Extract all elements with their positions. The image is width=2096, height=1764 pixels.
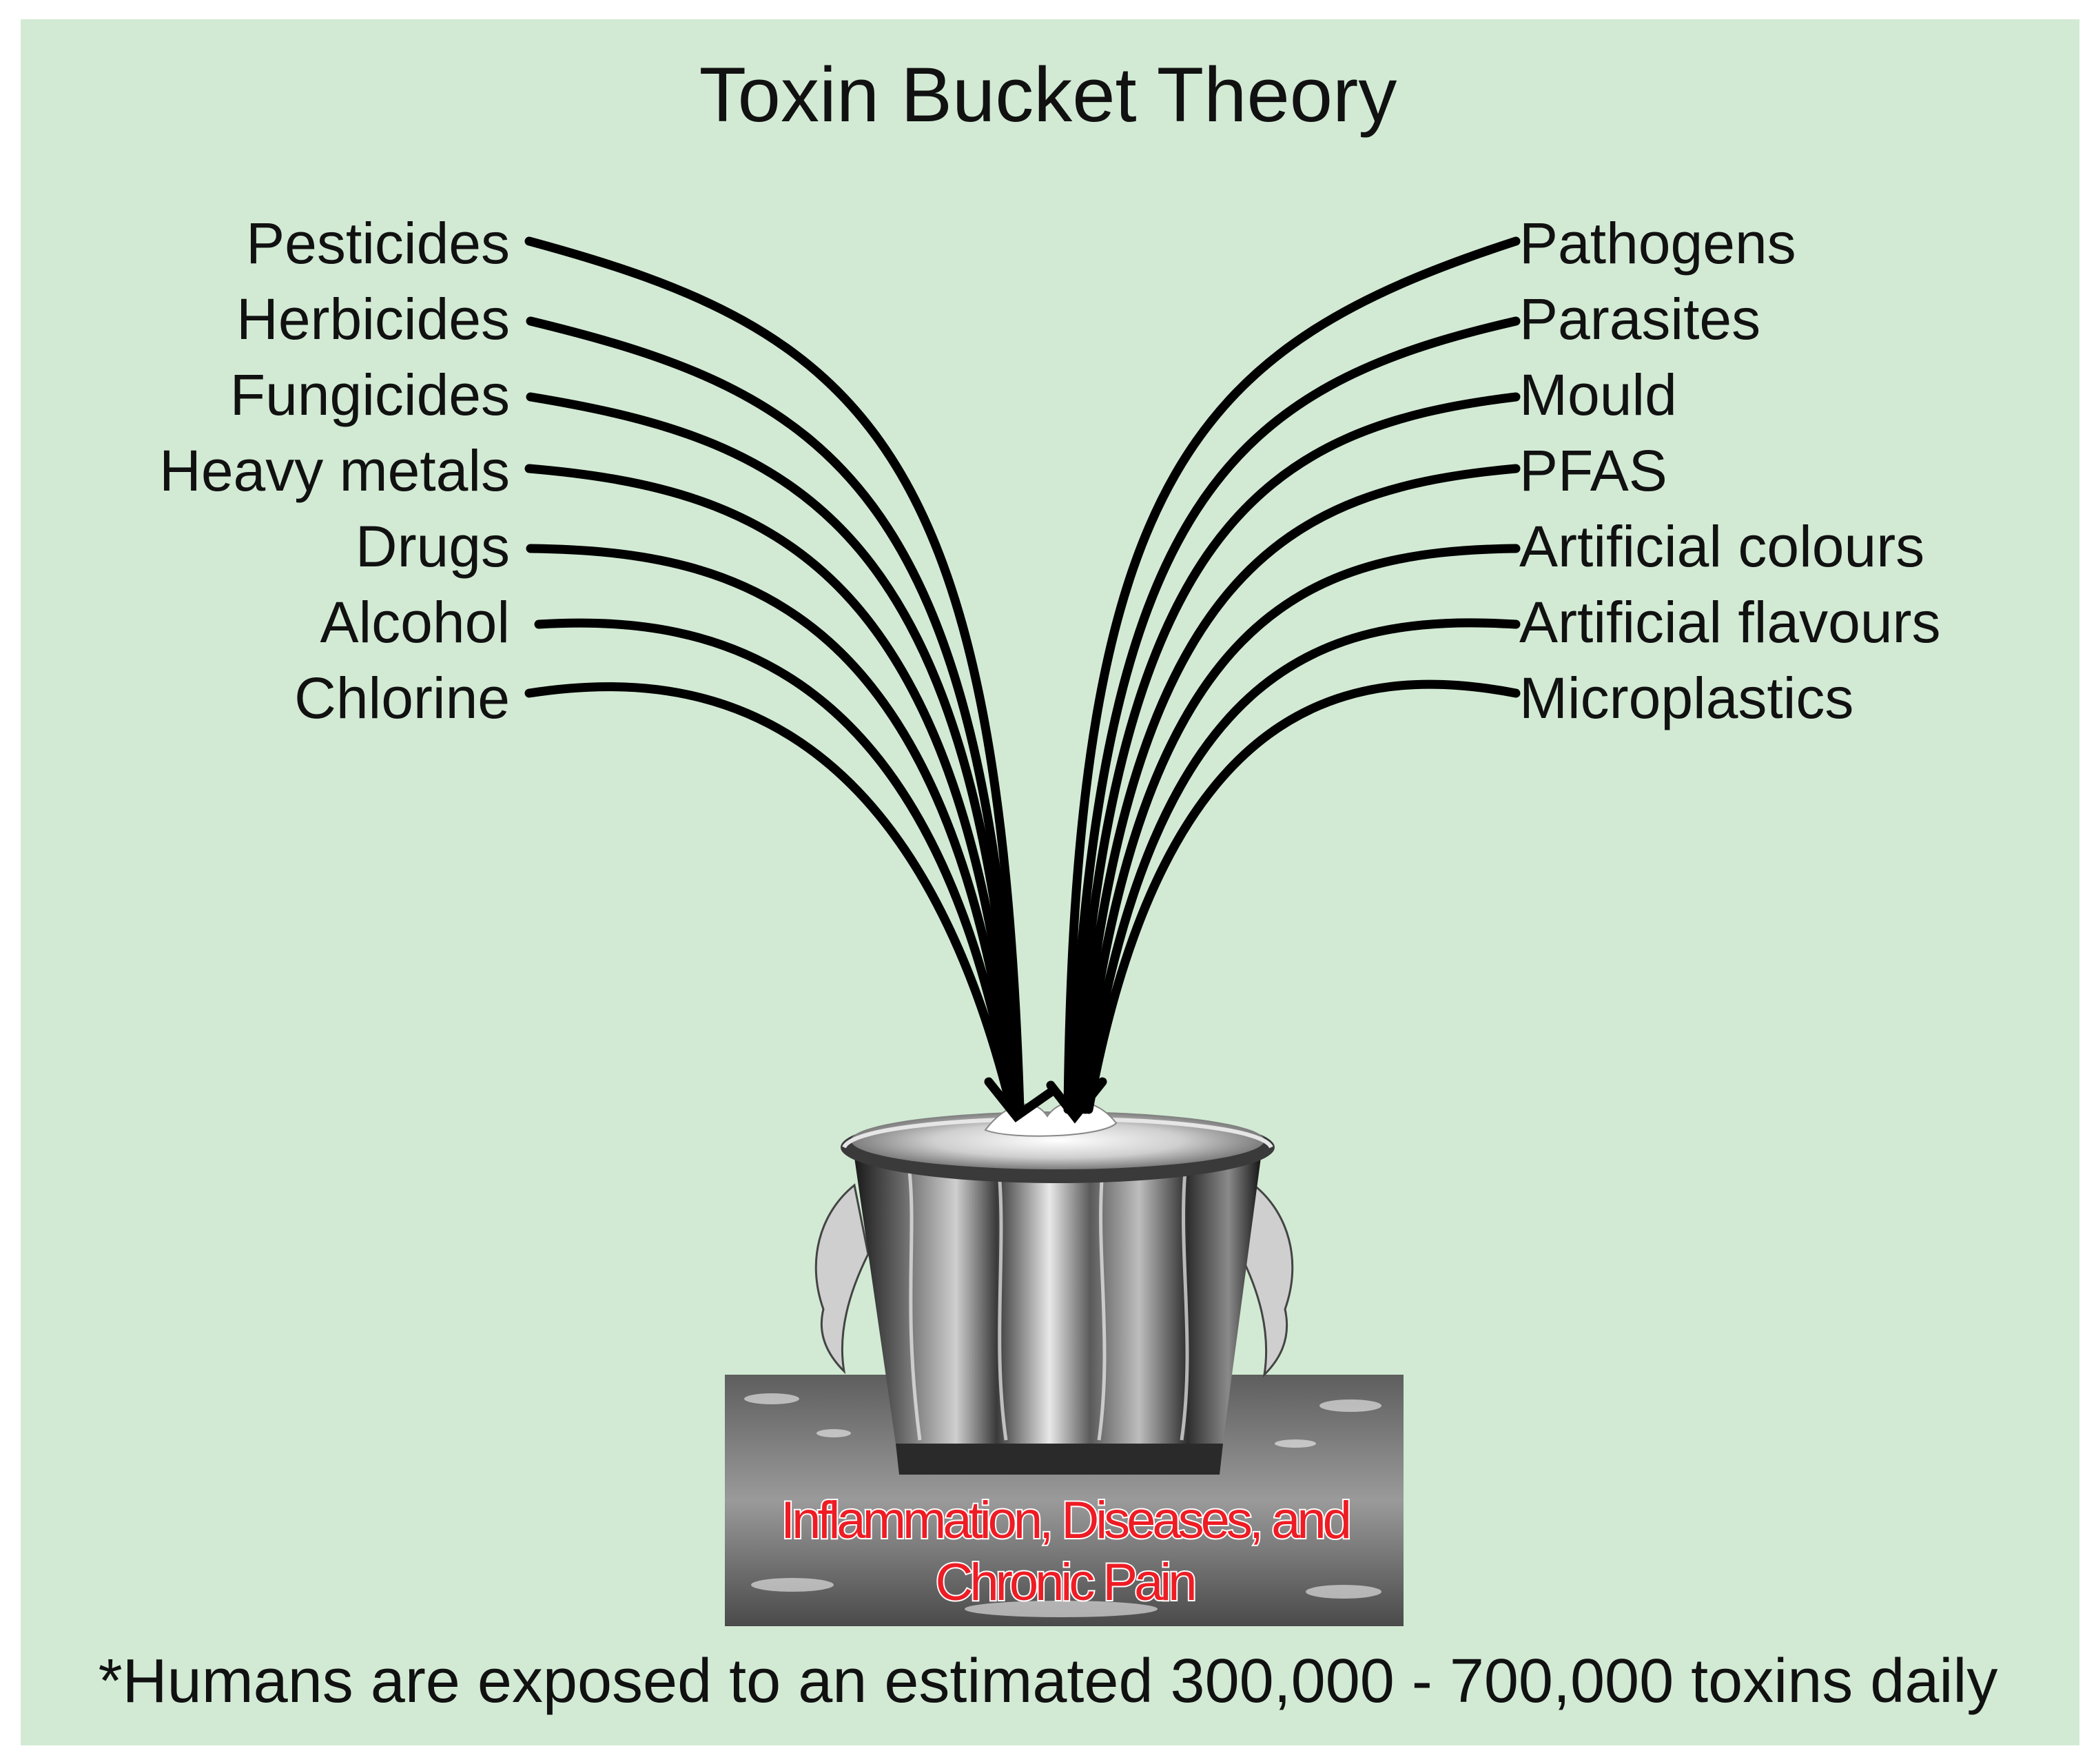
arrow-drugs <box>526 544 1019 1114</box>
bucket-label-line-2: Chronic Pain <box>935 1553 1194 1612</box>
toxin-label-mould: Mould <box>1519 362 1677 427</box>
toxin-label-pfas: PFAS <box>1519 438 1667 503</box>
toxin-label-artificial-colours: Artificial colours <box>1519 514 1925 579</box>
toxin-label-pathogens: Pathogens <box>1519 211 1796 276</box>
bucket-illustration-icon: Inflammation, Diseases, and Chronic Pain <box>725 1100 1404 1626</box>
arrow-pesticides <box>524 236 1025 1114</box>
toxin-label-microplastics: Microplastics <box>1519 666 1854 730</box>
arrow-heavy-metals <box>524 464 1020 1114</box>
arrow-microplastics <box>1084 679 1521 1114</box>
toxin-label-heavy-metals: Heavy metals <box>159 438 510 503</box>
arrow-herbicides <box>526 316 1023 1114</box>
arrow-pathogens <box>1063 236 1521 1114</box>
toxin-label-pesticides: Pesticides <box>246 211 510 276</box>
footnote: *Humans are exposed to an estimated 300,… <box>98 1647 1998 1716</box>
toxin-label-herbicides: Herbicides <box>236 287 510 351</box>
arrow-pfas <box>1073 464 1521 1114</box>
toxin-label-fungicides: Fungicides <box>229 362 510 427</box>
arrow-artificial-colours <box>1077 544 1521 1114</box>
diagram-title: Toxin Bucket Theory <box>699 52 1397 138</box>
arrow-chlorine <box>524 682 1016 1114</box>
toxin-label-chlorine: Chlorine <box>294 666 510 730</box>
toxin-label-artificial-flavours: Artificial flavours <box>1519 590 1941 655</box>
arrow-group <box>524 236 1521 1124</box>
toxin-label-drugs: Drugs <box>355 514 510 579</box>
arrow-parasites <box>1067 316 1521 1114</box>
arrow-artificial-flavours <box>1080 618 1521 1114</box>
bucket-label-line-1: Inflammation, Diseases, and <box>781 1491 1349 1550</box>
arrowhead-right <box>1046 1077 1107 1124</box>
arrow-fungicides <box>526 392 1022 1114</box>
toxin-label-parasites: Parasites <box>1519 287 1761 351</box>
toxin-label-alcohol: Alcohol <box>320 590 510 655</box>
arrow-alcohol <box>534 618 1018 1114</box>
arrowhead-left <box>984 1077 1056 1122</box>
arrow-mould <box>1070 392 1521 1114</box>
